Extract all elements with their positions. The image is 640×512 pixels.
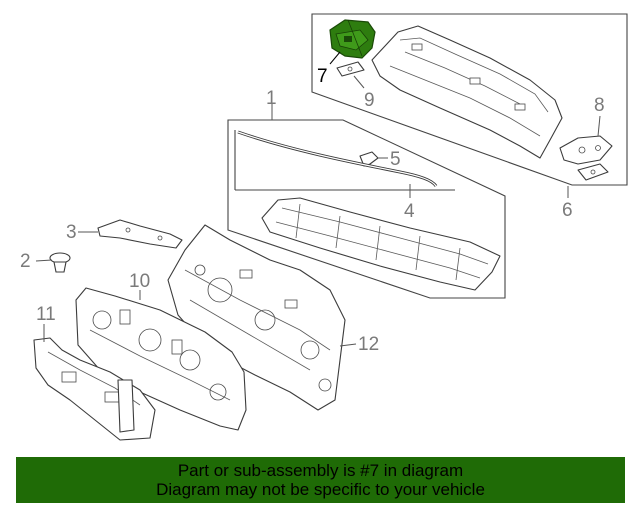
part-8-bracket: [559, 135, 613, 181]
callout-7[interactable]: 7: [317, 66, 328, 87]
callout-3[interactable]: 3: [66, 222, 77, 243]
leader-7: [329, 51, 341, 65]
callout-1[interactable]: 1: [266, 88, 277, 109]
banner-line-1: Part or sub-assembly is #7 in diagram: [177, 461, 464, 480]
part-7-highlighted[interactable]: [329, 19, 376, 59]
part-11-lower-insulator: [33, 337, 156, 441]
part-4-cowl-grille: [261, 197, 501, 291]
part-9-clip: [336, 61, 365, 77]
exploded-parts-diagram: 1 2 3 4 5 6 7 8 9 10 11 12: [20, 13, 628, 441]
callout-5[interactable]: 5: [390, 149, 401, 170]
leader-12: [339, 343, 357, 347]
frame-group-6: [311, 13, 628, 186]
callout-12[interactable]: 12: [358, 334, 379, 355]
part-12-dash-panel: [167, 224, 346, 411]
callout-6[interactable]: 6: [562, 200, 573, 221]
callout-10[interactable]: 10: [129, 271, 150, 292]
callout-2[interactable]: 2: [20, 251, 31, 272]
part-6-cowl-panel: [371, 25, 563, 159]
leader-2: [35, 259, 53, 262]
frame-group-1: [227, 119, 506, 299]
callout-4[interactable]: 4: [404, 201, 415, 222]
leader-8: [597, 115, 601, 137]
part-2-clip: [49, 252, 71, 273]
info-banner: Part or sub-assembly is #7 in diagram Di…: [16, 457, 625, 503]
callout-8[interactable]: 8: [594, 95, 605, 116]
callout-9[interactable]: 9: [364, 90, 375, 111]
banner-line-2: Diagram may not be specific to your vehi…: [156, 480, 485, 499]
callout-11[interactable]: 11: [36, 304, 56, 325]
part-3-bracket: [97, 219, 183, 249]
leader-9: [353, 75, 365, 89]
